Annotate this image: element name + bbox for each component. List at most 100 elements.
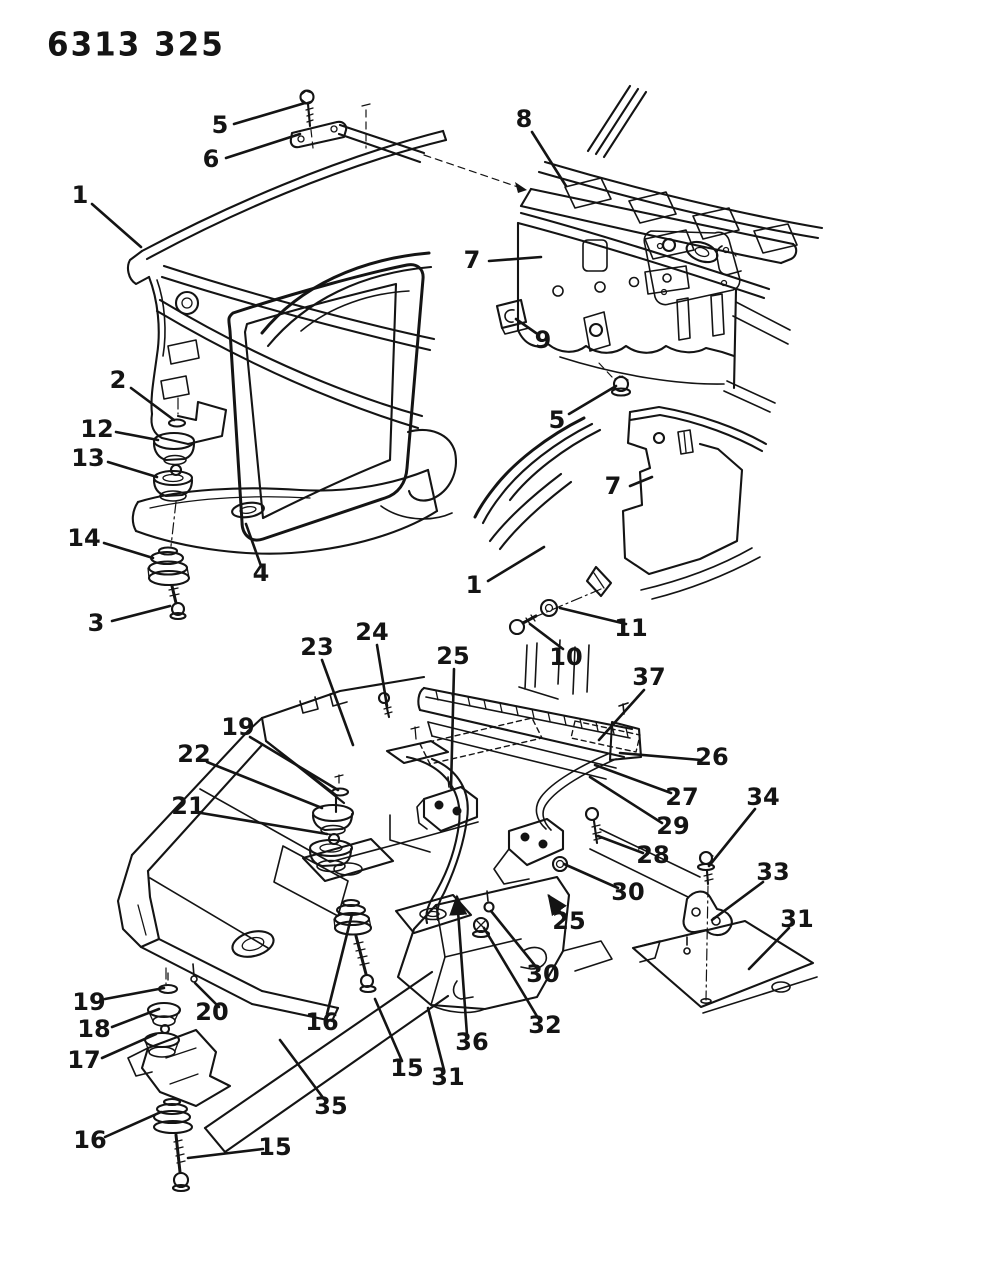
callout-18-leader bbox=[110, 1007, 161, 1029]
cowl-lower-view bbox=[473, 405, 768, 636]
callout-7-leader bbox=[487, 255, 543, 263]
callout-32-label: 32 bbox=[528, 1011, 561, 1039]
callout-7-label: 7 bbox=[605, 472, 622, 500]
callout-1-label: 1 bbox=[466, 571, 483, 599]
callout-20-leader bbox=[193, 981, 221, 1009]
callout-labels-layer: 5612121314348795711110232425372627292830… bbox=[67, 105, 813, 1161]
callout-22-leader bbox=[205, 760, 324, 810]
callout-15-leader bbox=[373, 997, 404, 1063]
callout-30-leader bbox=[562, 862, 620, 890]
callout-19-label: 19 bbox=[72, 988, 105, 1016]
leader-lines-layer bbox=[90, 101, 791, 1160]
callout-19-leader bbox=[103, 986, 166, 1001]
callout-13-label: 13 bbox=[71, 444, 104, 472]
callout-6-leader bbox=[224, 132, 302, 160]
callout-28-label: 28 bbox=[636, 841, 669, 869]
callout-30-leader bbox=[489, 909, 539, 970]
callout-27-leader bbox=[593, 763, 673, 795]
callout-15-label: 15 bbox=[390, 1054, 423, 1082]
callout-8-leader bbox=[530, 130, 568, 188]
callout-16-label: 16 bbox=[73, 1126, 106, 1154]
callout-36-label: 36 bbox=[455, 1028, 488, 1056]
callout-29-label: 29 bbox=[656, 812, 689, 840]
callout-25-leader bbox=[449, 667, 456, 790]
callout-9-leader bbox=[514, 317, 538, 335]
callout-6-label: 6 bbox=[203, 145, 220, 173]
callout-26-label: 26 bbox=[695, 743, 728, 771]
callout-22-label: 22 bbox=[177, 740, 210, 768]
catalog-number: 6313 325 bbox=[47, 26, 225, 64]
callout-31-leader bbox=[747, 926, 791, 971]
callout-12-label: 12 bbox=[80, 415, 113, 443]
callout-23-label: 23 bbox=[300, 633, 333, 661]
callout-7-leader bbox=[628, 475, 654, 488]
callout-23-leader bbox=[320, 658, 355, 747]
callout-15-leader bbox=[186, 1147, 265, 1160]
callout-19-label: 19 bbox=[221, 713, 254, 741]
callout-21-label: 21 bbox=[171, 792, 204, 820]
callout-10-leader bbox=[528, 622, 565, 651]
callout-12-leader bbox=[114, 430, 160, 442]
callout-1-leader bbox=[486, 545, 546, 583]
callout-31-leader bbox=[426, 1006, 446, 1072]
callout-5-label: 5 bbox=[549, 406, 566, 434]
callout-25-label: 25 bbox=[436, 642, 469, 670]
callout-7-label: 7 bbox=[464, 246, 481, 274]
callout-21-leader bbox=[199, 811, 329, 836]
callout-35-leader bbox=[278, 1038, 326, 1101]
callout-8-label: 8 bbox=[516, 105, 533, 133]
callout-17-leader bbox=[100, 1032, 158, 1060]
callout-34-label: 34 bbox=[746, 783, 779, 811]
callout-18-label: 18 bbox=[77, 1015, 110, 1043]
callout-13-leader bbox=[106, 460, 159, 479]
callout-24-label: 24 bbox=[355, 618, 388, 646]
callout-31-label: 31 bbox=[431, 1063, 464, 1091]
callout-35-label: 35 bbox=[314, 1092, 347, 1120]
callout-28-leader bbox=[596, 834, 645, 855]
callout-37-label: 37 bbox=[632, 663, 665, 691]
callout-10-label: 10 bbox=[549, 643, 582, 671]
callout-37-leader bbox=[597, 688, 646, 742]
callout-4-label: 4 bbox=[253, 559, 270, 587]
callout-16-leader bbox=[103, 1110, 163, 1139]
callout-17-label: 17 bbox=[67, 1046, 100, 1074]
callout-30-label: 30 bbox=[611, 878, 644, 906]
callout-11-leader bbox=[558, 606, 628, 626]
callout-1-label: 1 bbox=[72, 181, 89, 209]
callout-25-leader bbox=[547, 893, 567, 918]
callout-20-label: 20 bbox=[195, 998, 228, 1026]
callout-26-leader bbox=[618, 751, 703, 762]
callout-31-label: 31 bbox=[780, 905, 813, 933]
callout-30-label: 30 bbox=[526, 960, 559, 988]
callout-15-label: 15 bbox=[258, 1133, 291, 1161]
callout-14-label: 14 bbox=[67, 524, 100, 552]
callout-3-leader bbox=[110, 604, 172, 623]
fender-support-view bbox=[126, 89, 527, 621]
callout-16-label: 16 bbox=[305, 1008, 338, 1036]
callout-34-leader bbox=[707, 807, 757, 868]
callout-25-label: 25 bbox=[552, 907, 585, 935]
callout-4-leader bbox=[244, 522, 263, 568]
callout-2-label: 2 bbox=[110, 366, 127, 394]
callout-19-leader bbox=[248, 735, 340, 792]
callout-33-label: 33 bbox=[756, 858, 789, 886]
callout-24-leader bbox=[375, 643, 389, 708]
callout-32-leader bbox=[482, 926, 540, 1020]
callout-1-leader bbox=[90, 202, 143, 249]
callout-16-leader bbox=[325, 912, 354, 1016]
callout-27-label: 27 bbox=[665, 783, 698, 811]
callout-9-label: 9 bbox=[535, 326, 552, 354]
callout-36-leader bbox=[449, 894, 469, 1037]
frame-crossmember-view bbox=[116, 639, 818, 1193]
callout-33-leader bbox=[710, 880, 765, 922]
callout-14-leader bbox=[102, 541, 155, 560]
callout-29-leader bbox=[588, 775, 664, 825]
callout-5-leader bbox=[232, 101, 307, 126]
cowl-panel-view bbox=[495, 84, 824, 413]
callout-5-label: 5 bbox=[212, 111, 229, 139]
callout-5-leader bbox=[567, 384, 618, 416]
callout-2-leader bbox=[129, 386, 176, 422]
callout-3-label: 3 bbox=[88, 609, 105, 637]
